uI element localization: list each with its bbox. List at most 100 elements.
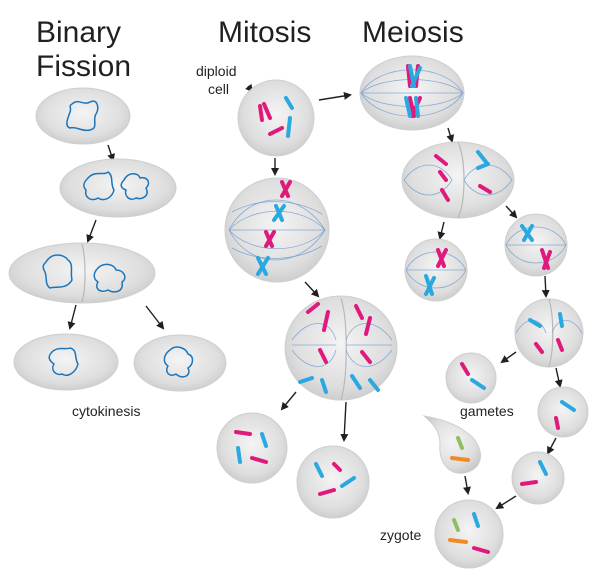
chromosome-maternal [520, 480, 538, 486]
zygote-cell [434, 499, 504, 569]
arrow [541, 275, 550, 298]
chromosome-maternal [460, 362, 470, 376]
chromosome-maternal [280, 180, 292, 198]
arrow [547, 437, 557, 455]
chromosome-paternal [560, 400, 576, 412]
binary-fission-stage2 [59, 158, 177, 218]
arrow [304, 281, 320, 298]
sperm-cell [422, 415, 481, 474]
arrow [554, 367, 563, 388]
cleavage-furrow [457, 141, 465, 219]
meiosis-metaphase2-right [504, 213, 568, 277]
daughter-cell [296, 445, 370, 519]
gametes-label: gametes [460, 403, 514, 419]
gamete [511, 451, 565, 505]
binary-fission-stage1 [35, 87, 131, 145]
chromosome-paternal [408, 64, 422, 88]
chromosome-paternal [470, 378, 486, 390]
chromosome-maternal [434, 154, 448, 182]
spindle-fibers [405, 251, 467, 289]
chromosome-maternal [360, 350, 372, 364]
arrow [107, 144, 115, 162]
mitosis-metaphase-cell [224, 177, 330, 283]
zygote [434, 499, 504, 569]
arrow [505, 205, 518, 219]
mitosis-diploid-cell [237, 79, 315, 157]
sperm [422, 415, 481, 474]
binary-fission-daughter-right [133, 334, 227, 392]
chromosome-paternal [272, 204, 286, 222]
chromosome-orange [448, 538, 468, 544]
mitosis-title: Mitosis [218, 16, 311, 49]
chromosome-maternal [556, 338, 564, 352]
diploid-label-line1: diploid [196, 63, 236, 79]
arrow [67, 304, 77, 330]
binary-fission-daughter-left [13, 333, 119, 391]
meiosis-title: Meiosis [362, 16, 464, 49]
mitosis-daughter-left [216, 412, 288, 484]
chromosome-maternal [268, 126, 284, 136]
spindle-fibers [291, 323, 393, 367]
arrow [446, 127, 455, 143]
meiosis-metaphase1-cell [359, 55, 465, 131]
diploid-cell [237, 79, 315, 157]
chromosome-paternal [424, 274, 436, 296]
meiosis-telophase1-cell [401, 141, 515, 219]
chromosome-paternal [256, 256, 270, 276]
chromosome-maternal [534, 342, 544, 354]
cleavage-furrow [548, 298, 554, 368]
daughter-cell [216, 412, 288, 484]
chromosome-paternal [340, 476, 356, 488]
chromosome-maternal [306, 302, 330, 332]
bacterial-cell [35, 87, 131, 145]
dividing-bacterial-cell [8, 242, 156, 304]
spindle-fibers [505, 226, 567, 264]
chromosome-maternal [234, 430, 252, 436]
cleavage-furrow [340, 297, 347, 401]
chromosome-maternal [440, 188, 450, 202]
chromosome-paternal [476, 150, 490, 170]
chromosome-paternal [558, 312, 564, 328]
chromosome-paternal [538, 460, 548, 476]
chromosome-maternal [436, 248, 448, 268]
meiosis-telophase2-cell [514, 298, 584, 368]
chromosome-paternal [236, 446, 242, 464]
binary-fission-title-line1: Binary [36, 16, 121, 49]
gamete-3 [511, 451, 565, 505]
arrow [437, 221, 446, 240]
zygote-label: zygote [380, 527, 421, 543]
chromosome-paternal [314, 462, 324, 478]
bacterial-cell [59, 158, 177, 218]
chromosome-maternal [332, 462, 342, 472]
mitosis-daughter-right [296, 445, 370, 519]
gamete [445, 352, 497, 404]
spindle-fibers [228, 199, 326, 261]
telophase-cell [284, 295, 398, 401]
telophase-ii-cell [514, 298, 584, 368]
gamete [537, 386, 589, 438]
chromosome-maternal [318, 348, 328, 364]
arrow [318, 92, 352, 101]
chromosome-paternal [404, 96, 420, 118]
meiosis-metaphase2-left [404, 238, 468, 302]
telophase-i-cell [401, 141, 515, 219]
mitosis-telophase-cell [284, 295, 398, 401]
chromosome-green [456, 436, 464, 450]
arrow [495, 495, 517, 510]
binary-fission-title-line2: Fission [36, 50, 131, 83]
gamete-2 [537, 386, 589, 438]
chromosome-maternal [318, 488, 336, 496]
arrow [86, 219, 97, 243]
chromosome-green [452, 518, 460, 532]
arrow [500, 351, 517, 364]
arrow [463, 475, 471, 495]
binary-fission-stage3 [8, 242, 156, 304]
chromosome-paternal [350, 374, 380, 392]
chromosome-paternal [284, 96, 294, 110]
chromosome-maternal [258, 102, 272, 122]
chromosome-maternal [540, 248, 552, 270]
nucleoid [93, 263, 126, 293]
chromosome-paternal [528, 318, 542, 328]
chromosome-maternal [250, 456, 268, 464]
